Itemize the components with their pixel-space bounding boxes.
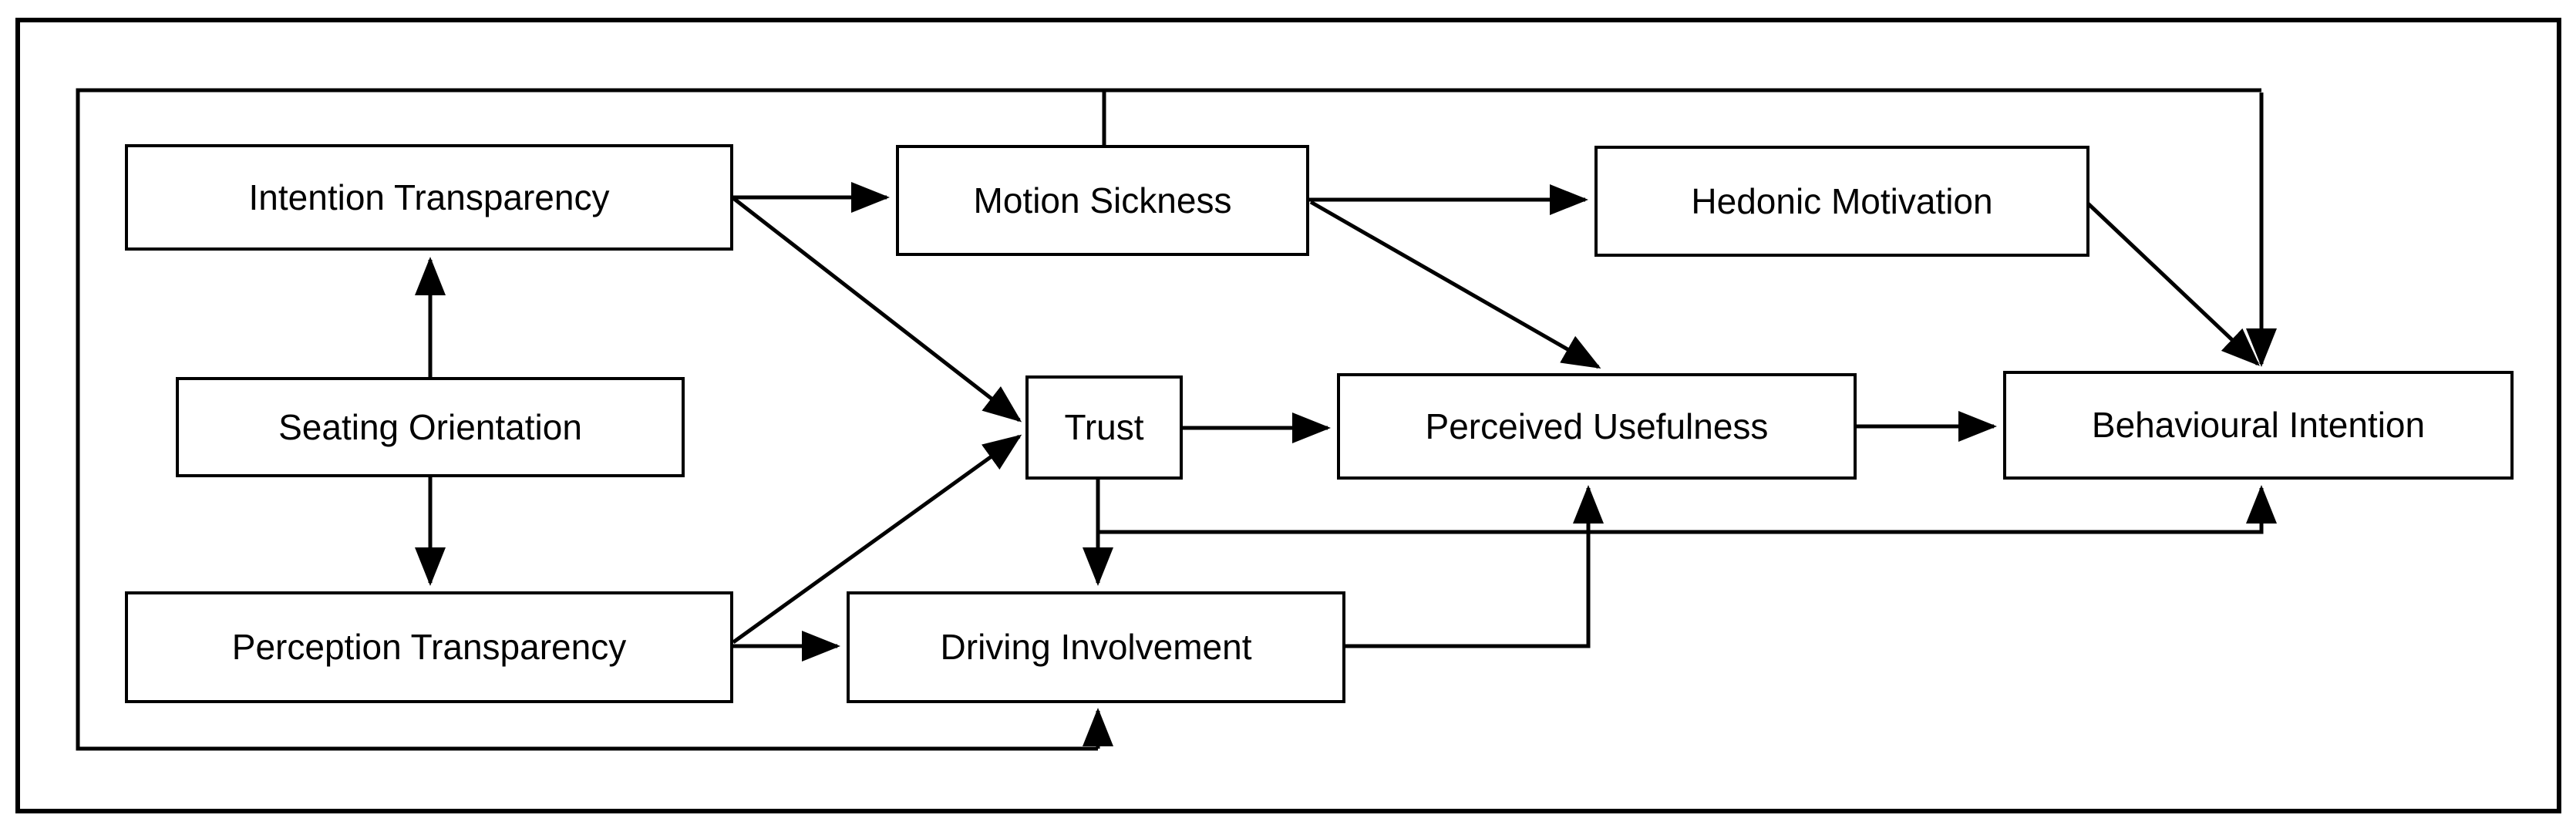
node-trust[interactable]: Trust [1025, 375, 1183, 480]
node-label-trust: Trust [1064, 407, 1144, 448]
node-intention-transparency[interactable]: Intention Transparency [125, 144, 733, 251]
node-label-perceived-usefulness: Perceived Usefulness [1425, 406, 1769, 446]
edge-driving-involvement-to-perceived-usefulness [1345, 484, 1604, 648]
edge-motion-sickness-to-perceived-usefulness [1309, 200, 1601, 369]
node-seating-orientation[interactable]: Seating Orientation [176, 377, 685, 477]
node-label-motion-sickness: Motion Sickness [973, 180, 1232, 221]
node-perceived-usefulness[interactable]: Perceived Usefulness [1337, 373, 1857, 480]
edge-perception-transparency-to-trust [732, 434, 1022, 645]
node-hedonic-motivation[interactable]: Hedonic Motivation [1594, 146, 2089, 257]
edge-trust-to-behavioural-intention [1098, 484, 2277, 534]
node-label-driving-involvement: Driving Involvement [940, 627, 1252, 668]
edge-inner-routing-path [76, 88, 2261, 751]
node-label-intention-transparency: Intention Transparency [248, 177, 610, 217]
node-label-seating-orientation: Seating Orientation [278, 406, 582, 447]
node-perception-transparency[interactable]: Perception Transparency [125, 591, 733, 703]
node-label-behavioural-intention: Behavioural Intention [2091, 405, 2426, 446]
node-driving-involvement[interactable]: Driving Involvement [847, 591, 1345, 703]
node-behavioural-intention[interactable]: Behavioural Intention [2003, 371, 2514, 480]
node-label-perception-transparency: Perception Transparency [231, 627, 627, 668]
outer-border-frame [15, 18, 2561, 813]
edge-hedonic-motivation-to-behavioural-intention [2085, 200, 2260, 366]
edge-intention-transparency-to-trust [732, 197, 1022, 423]
node-label-hedonic-motivation: Hedonic Motivation [1691, 180, 1993, 221]
node-motion-sickness[interactable]: Motion Sickness [896, 145, 1309, 256]
